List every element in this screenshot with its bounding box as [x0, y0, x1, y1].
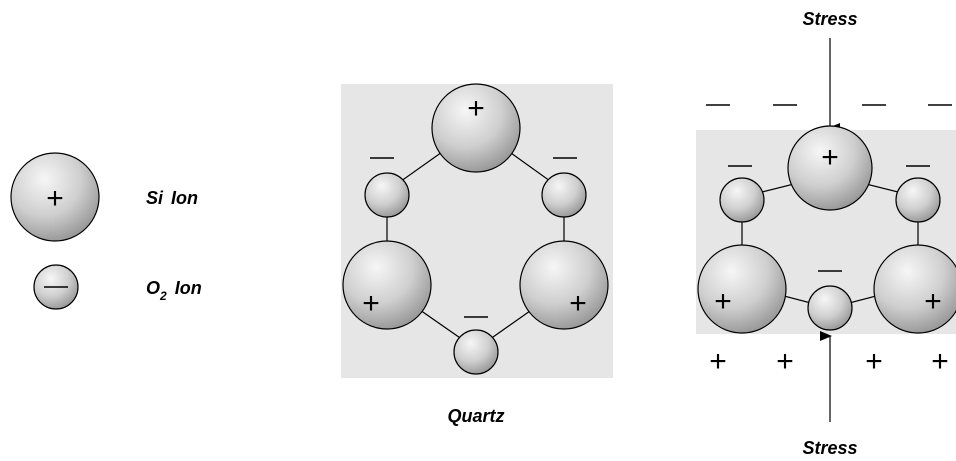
si-ion-plus-sign: + — [46, 182, 64, 215]
quartz-o2-ion-right — [541, 172, 587, 218]
stressed-si-top-plus: + — [821, 141, 839, 174]
stressed-si-left-plus: + — [714, 285, 732, 318]
quartz-caption: Quartz — [447, 406, 504, 426]
stressed-o2-ion-bottom — [807, 285, 853, 331]
quartz-o2-ion-bottom — [453, 329, 499, 375]
quartz-si-ion-left — [342, 240, 432, 330]
quartz-structure: + + + Quartz — [341, 83, 613, 426]
bottom-charge-plus: + — [865, 345, 883, 378]
bottom-charge-plus: + — [776, 345, 794, 378]
stressed-o2-ion-right — [895, 177, 941, 223]
stressed-o2-ion-left — [719, 177, 765, 223]
bottom-charge-plus: + — [709, 345, 727, 378]
stressed-si-ion-left — [697, 244, 787, 334]
quartz-si-right-plus: + — [569, 287, 587, 320]
stress-top-label: Stress — [802, 9, 857, 29]
si-ion-circle — [10, 152, 100, 242]
quartz-si-ion-right — [519, 240, 609, 330]
bottom-surface-charges: + + + + — [709, 345, 949, 378]
quartz-si-ion-top — [431, 83, 521, 173]
quartz-o2-ion-left — [364, 172, 410, 218]
quartz-si-top-plus: + — [467, 92, 485, 125]
stress-bottom-label: Stress — [802, 438, 857, 458]
stressed-si-ion-top — [787, 125, 873, 211]
bottom-charge-plus: + — [931, 345, 949, 378]
stressed-structure: Stress + + + + + + + Stress — [696, 9, 956, 458]
stressed-si-ion-right — [873, 244, 956, 334]
quartz-si-left-plus: + — [362, 287, 380, 320]
stressed-si-right-plus: + — [924, 285, 942, 318]
